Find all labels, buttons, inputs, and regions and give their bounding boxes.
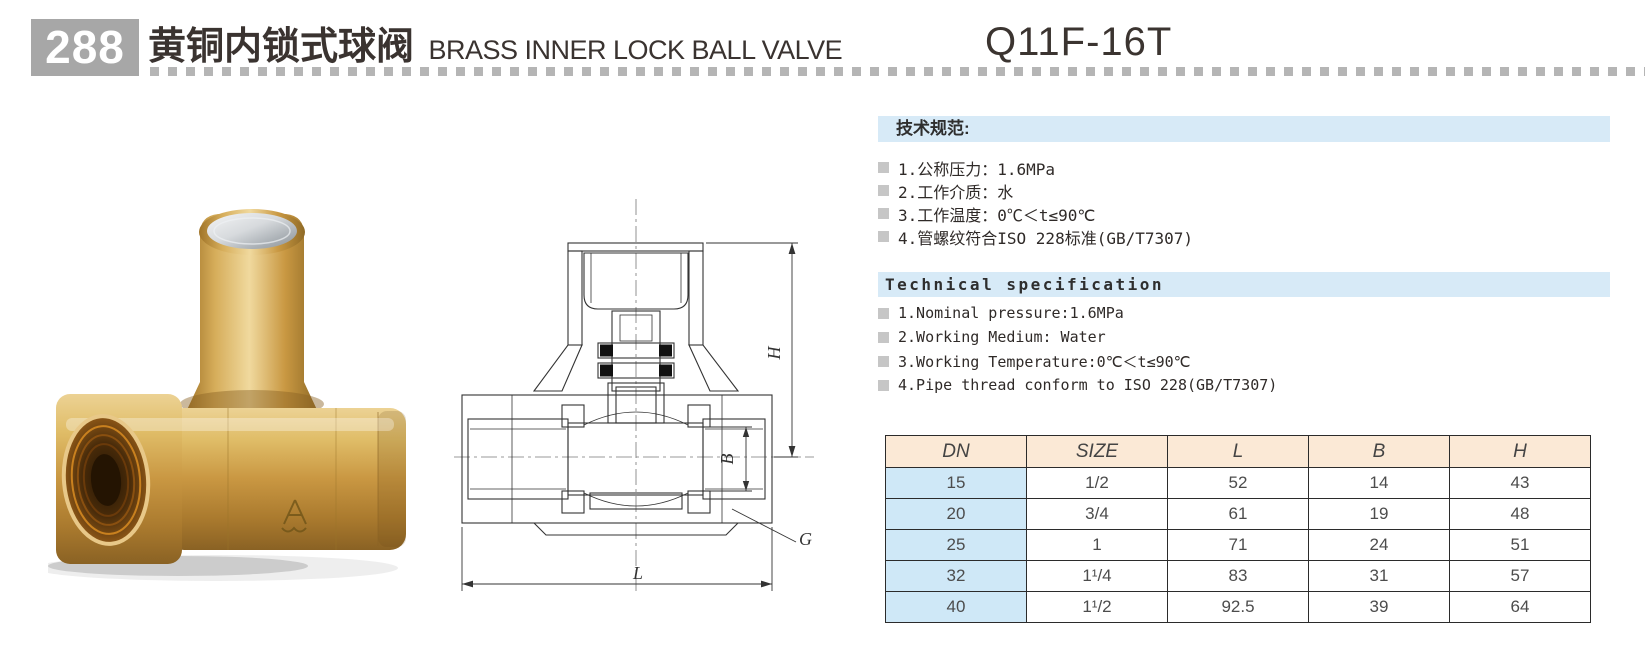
bullet-square-icon [878,331,889,343]
product-title: 黄铜内锁式球阀 BRASS INNER LOCK BALL VALVE [148,18,843,76]
cell-h: 64 [1449,591,1591,623]
cell-h: 43 [1449,467,1591,499]
product-title-zh: 黄铜内锁式球阀 [148,26,415,68]
cell-b: 31 [1308,560,1450,592]
cell-b: 39 [1308,591,1450,623]
cap-section [532,242,740,392]
technical-drawing: H B L G [454,199,814,591]
cell-size: 3/4 [1026,498,1168,530]
dimension-L: L [461,527,773,591]
page-number-badge: 288 [31,19,139,76]
dim-label-G: G [799,529,812,549]
spec-item: 3.工作温度：0℃＜t≤90℃ [878,202,1193,225]
spec-item: 1.Nominal pressure:1.6MPa [878,301,1277,325]
product-title-en: BRASS INNER LOCK BALL VALVE [428,35,843,65]
cell-dn: 32 [885,560,1027,592]
col-header-dn: DN [885,435,1027,468]
cap-chrome-top [207,213,297,249]
spec-item: 4.管螺纹符合ISO 228标准(GB/T7307) [878,225,1193,248]
cell-dn: 15 [885,467,1027,499]
col-header-l: L [1167,435,1309,468]
bullet-square-icon [878,307,889,319]
spec-list-en: 1.Nominal pressure:1.6MPa 2.Working Medi… [878,301,1277,397]
dim-label-L: L [632,563,643,583]
bullet-square-icon [878,208,889,219]
stem-section [597,310,675,392]
table-row: 15 1/2 52 14 43 [885,467,1591,499]
cell-h: 48 [1449,498,1591,530]
spec-item: 2.Working Medium: Water [878,325,1277,349]
spec-header-en: Technical specification [878,272,1610,297]
spec-item-text: 2.Working Medium: Water [898,328,1106,346]
bullet-square-icon [878,185,889,196]
dim-label-H: H [764,346,784,361]
spec-item-text: 1.Nominal pressure:1.6MPa [898,304,1124,322]
spec-item-text: 4.管螺纹符合ISO 228标准(GB/T7307) [898,228,1194,248]
spec-item: 4.Pipe thread conform to ISO 228(GB/T730… [878,373,1277,397]
cell-l: 61 [1167,498,1309,530]
spec-item-text: 3.工作温度：0℃＜t≤90℃ [898,205,1096,225]
cell-b: 24 [1308,529,1450,561]
brand-logo-mark [281,499,307,533]
col-header-h: H [1449,435,1591,468]
table-row: 32 1¹/4 83 31 57 [885,560,1591,592]
threaded-opening [61,414,151,546]
spec-list-zh: 1.公称压力：1.6MPa 2.工作介质：水 3.工作温度：0℃＜t≤90℃ 4… [878,156,1193,248]
cell-size: 1 [1026,529,1168,561]
dotted-divider [150,67,1645,76]
spec-header-zh: 技术规范: [878,116,1610,142]
dim-label-B: B [717,454,737,465]
col-header-b: B [1308,435,1450,468]
model-number: Q11F-16T [985,20,1173,64]
dimension-B: B [700,426,752,492]
bullet-square-icon [878,355,889,367]
cell-dn: 40 [885,591,1027,623]
cell-l: 52 [1167,467,1309,499]
spec-item-text: 1.公称压力：1.6MPa [898,159,1056,179]
cell-b: 14 [1308,467,1450,499]
dimension-H: H [706,242,798,458]
body-section [461,382,773,536]
spec-item: 3.Working Temperature:0℃＜t≤90℃ [878,349,1277,373]
spec-item: 1.公称压力：1.6MPa [878,156,1193,179]
spec-item-text: 2.工作介质：水 [898,182,1014,202]
valve-cap [186,214,318,412]
spec-item-text: 3.Working Temperature:0℃＜t≤90℃ [898,352,1191,371]
table-row: 25 1 71 24 51 [885,529,1591,561]
table-row: 40 1¹/2 92.5 39 64 [885,591,1591,623]
spec-item: 2.工作介质：水 [878,179,1193,202]
cell-h: 51 [1449,529,1591,561]
body-highlight [66,418,394,431]
product-photo [48,209,406,581]
thread-callout-G: G [731,508,812,549]
table-header-row: DN SIZE L B H [885,435,1591,468]
bullet-square-icon [878,379,889,391]
cell-b: 19 [1308,498,1450,530]
cap-chrome-ring [213,217,291,245]
right-end-shade [378,411,406,547]
cell-l: 71 [1167,529,1309,561]
cell-size: 1¹/2 [1026,591,1168,623]
cell-l: 83 [1167,560,1309,592]
cell-dn: 20 [885,498,1027,530]
table-row: 20 3/4 61 19 48 [885,498,1591,530]
cell-size: 1/2 [1026,467,1168,499]
bullet-square-icon [878,231,889,242]
cell-dn: 25 [885,529,1027,561]
bullet-square-icon [878,162,889,173]
col-header-size: SIZE [1026,435,1168,468]
cell-size: 1¹/4 [1026,560,1168,592]
cell-l: 92.5 [1167,591,1309,623]
spec-item-text: 4.Pipe thread conform to ISO 228(GB/T730… [898,376,1278,394]
dimensions-table: DN SIZE L B H 15 1/2 52 14 43 20 3/4 61 … [885,435,1591,623]
cell-h: 57 [1449,560,1591,592]
